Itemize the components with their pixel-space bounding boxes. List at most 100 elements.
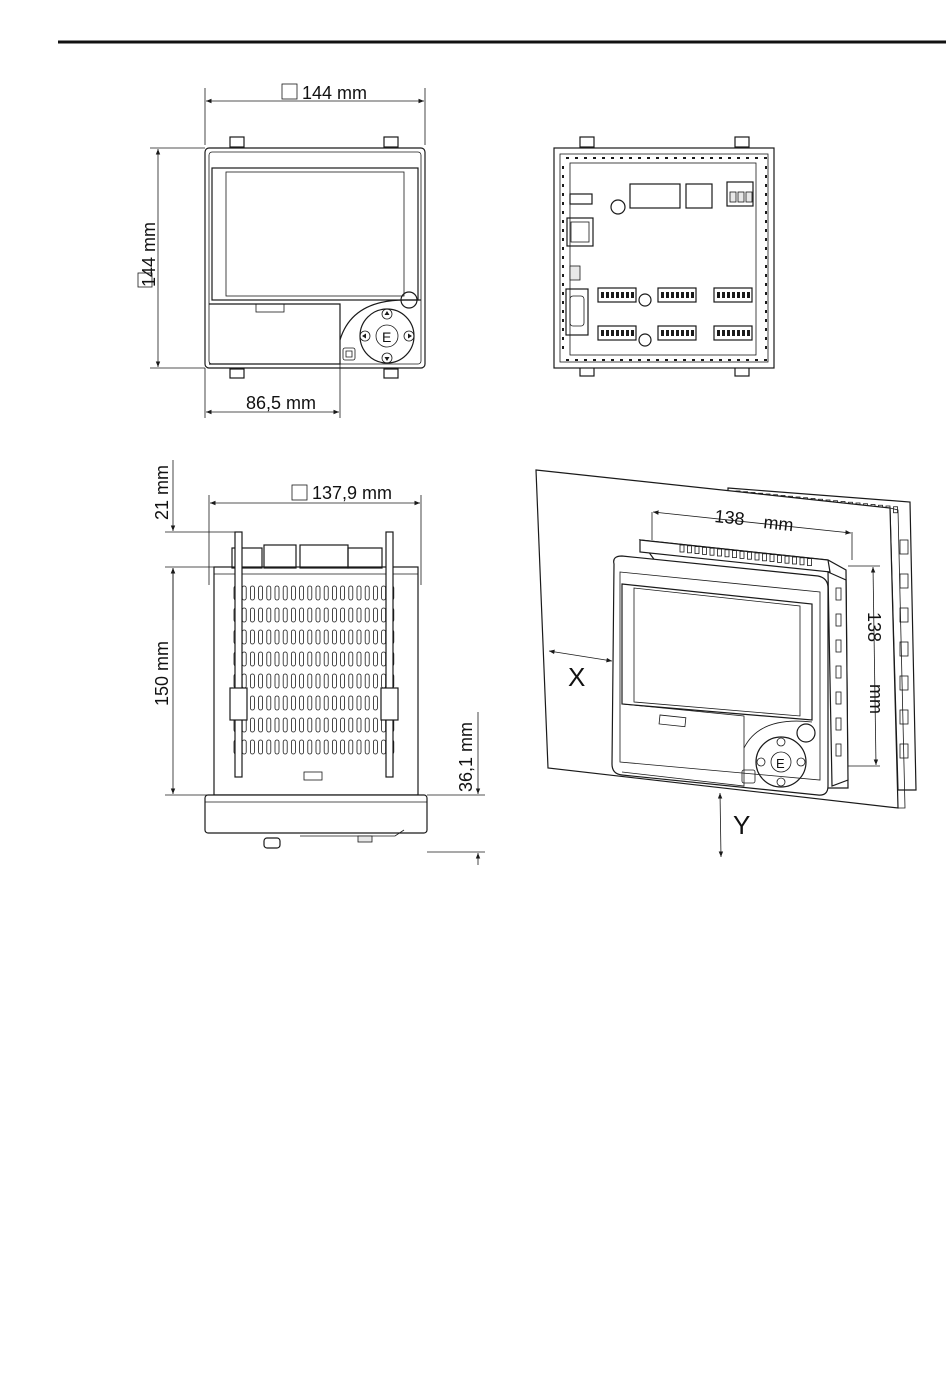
vent-tick (562, 319, 564, 322)
vent-tick (656, 359, 659, 361)
terminal-pin (666, 330, 669, 336)
terminal-pin (732, 292, 735, 298)
rear-view (554, 137, 774, 376)
vent-tick (755, 157, 758, 159)
terminal-pin (742, 292, 745, 298)
terminal-pin (686, 292, 689, 298)
vent-tick (765, 229, 767, 232)
vent-tick (638, 157, 641, 159)
vent-tick (692, 157, 695, 159)
vent-tick (719, 157, 722, 159)
vent-tick (593, 157, 596, 159)
vent-tick (755, 359, 758, 361)
vent-tick (683, 157, 686, 159)
vent-tick (562, 328, 564, 331)
vent-tick (765, 319, 767, 322)
terminal-pin (676, 330, 679, 336)
panel-cutout-width-label: 138 (714, 506, 746, 529)
vent-tick (765, 328, 767, 331)
vent-tick (765, 274, 767, 277)
vent-tick (584, 359, 587, 361)
vent-tick (765, 166, 767, 169)
vent-tick (562, 247, 564, 250)
square-dimension-icon (292, 485, 307, 500)
vent-tick (562, 202, 564, 205)
panel-cutout-width-unit: mm (763, 512, 795, 535)
vent-tick (562, 229, 564, 232)
vent-tick (647, 359, 650, 361)
vent-tick (674, 359, 677, 361)
vent-tick (765, 292, 767, 295)
side-front-depth-label: 36,1 mm (456, 722, 476, 792)
panel-cutout-height-label: 138 (864, 612, 884, 642)
side-view: 137,9 mm 21 mm 150 mm (152, 460, 485, 865)
vent-tick (656, 157, 659, 159)
vent-tick (674, 157, 677, 159)
vent-tick (584, 157, 587, 159)
front-width-label: 144 mm (302, 83, 367, 103)
vent-tick (765, 184, 767, 187)
front-offset-label: 86,5 mm (246, 393, 316, 413)
terminal-pin (666, 292, 669, 298)
vent-tick (764, 359, 767, 361)
vent-tick (620, 359, 623, 361)
terminal-pin (661, 292, 664, 298)
vent-tick (562, 211, 564, 214)
vent-tick (566, 359, 569, 361)
terminal-pin (616, 330, 619, 336)
vent-tick (765, 256, 767, 259)
vent-tick (765, 346, 767, 349)
vent-tick (562, 193, 564, 196)
terminal-pin (601, 292, 604, 298)
terminal-pin (727, 292, 730, 298)
front-view: 144 mm 144 mm E (138, 83, 425, 418)
terminal-pin (737, 292, 740, 298)
vent-tick (562, 175, 564, 178)
terminal-pin (631, 292, 634, 298)
front-height-label: 144 mm (139, 222, 159, 287)
vent-tick (765, 283, 767, 286)
square-dimension-icon (282, 84, 297, 99)
terminal-pin (601, 330, 604, 336)
enter-key-icon: E (382, 329, 391, 345)
vent-tick (765, 337, 767, 340)
vent-tick (746, 157, 749, 159)
terminal-pin (626, 330, 629, 336)
vent-tick (765, 202, 767, 205)
terminal-pin (661, 330, 664, 336)
terminal-pin (747, 292, 750, 298)
terminal-pin (671, 292, 674, 298)
panel-enter-key-icon: E (776, 756, 785, 771)
terminal-pin (727, 330, 730, 336)
terminal-pin (626, 292, 629, 298)
terminal-pin (717, 292, 720, 298)
terminal-pin (606, 292, 609, 298)
vent-tick (593, 359, 596, 361)
vent-tick (728, 359, 731, 361)
vent-tick (562, 274, 564, 277)
terminal-pin (631, 330, 634, 336)
terminal-pin (691, 292, 694, 298)
vent-tick (611, 157, 614, 159)
vent-tick (629, 157, 632, 159)
vent-tick (566, 157, 569, 159)
vent-tick (765, 247, 767, 250)
panel-mount-view: 138 mm E 138 mm (536, 470, 916, 857)
vent-tick (746, 359, 749, 361)
vent-tick (765, 211, 767, 214)
terminal-pin (747, 330, 750, 336)
vent-tick (562, 346, 564, 349)
vent-tick (562, 220, 564, 223)
vent-tick (737, 157, 740, 159)
terminal-pin (722, 330, 725, 336)
panel-cutout-height-unit: mm (866, 684, 886, 714)
vent-tick (575, 157, 578, 159)
side-width-label: 137,9 mm (312, 483, 392, 503)
vent-tick (665, 359, 668, 361)
vent-tick (647, 157, 650, 159)
vent-tick (562, 283, 564, 286)
vent-tick (737, 359, 740, 361)
vent-tick (764, 157, 767, 159)
vent-tick (765, 193, 767, 196)
